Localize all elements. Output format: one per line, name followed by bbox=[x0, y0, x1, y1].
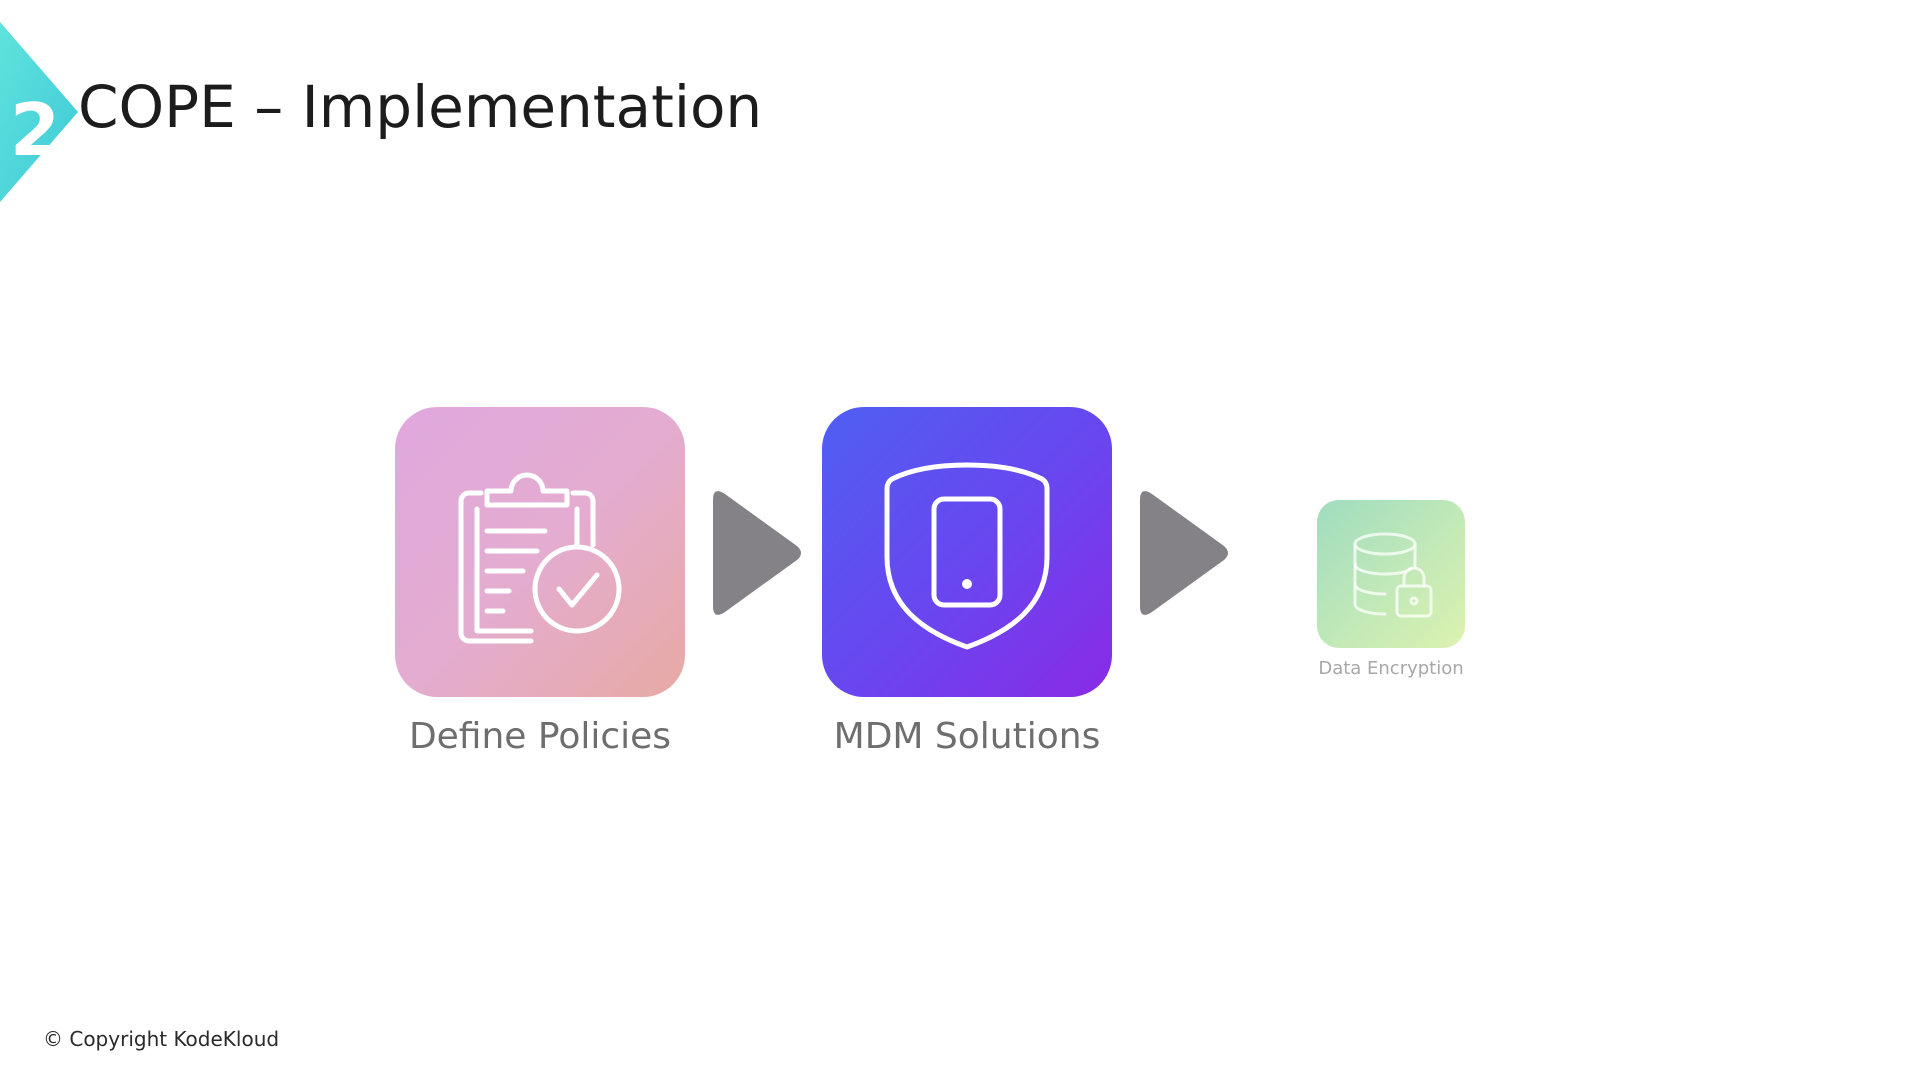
clipboard-check-icon bbox=[458, 472, 622, 644]
section-number: 2 bbox=[10, 88, 61, 172]
arrow-right-icon bbox=[707, 488, 805, 622]
step-label-data-encryption: Data Encryption bbox=[1318, 658, 1464, 679]
page-title: COPE – Implementation bbox=[78, 73, 763, 141]
copyright-footer: © Copyright KodeKloud bbox=[43, 1027, 280, 1051]
step-label-mdm-solutions: MDM Solutions bbox=[833, 716, 1101, 757]
step-define-policies bbox=[395, 407, 685, 697]
step-data-encryption bbox=[1317, 500, 1465, 648]
shield-phone-icon bbox=[884, 462, 1050, 650]
step-label-define-policies: Define Policies bbox=[408, 716, 672, 757]
section-badge: 2 bbox=[0, 22, 80, 202]
database-lock-icon bbox=[1353, 532, 1433, 618]
arrow-right-icon bbox=[1134, 488, 1232, 622]
step-mdm-solutions bbox=[822, 407, 1112, 697]
